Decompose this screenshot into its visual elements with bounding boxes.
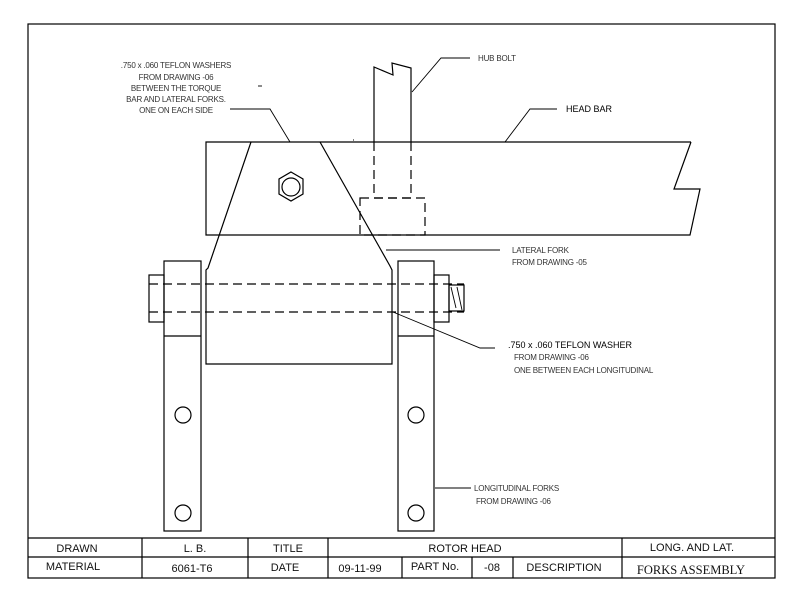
head-bar-leader [504, 108, 557, 143]
teflon-washer-source: FROM DRAWING -06 [514, 353, 589, 362]
head-bar-label: HEAD BAR [566, 104, 613, 114]
longitudinal-forks-source: FROM DRAWING -06 [476, 497, 551, 506]
longitudinal-forks-label: LONGITUDINAL FORKS [474, 484, 559, 493]
washers-leader [230, 108, 291, 143]
right-longitudinal-fork [397, 260, 435, 532]
svg-text:BETWEEN THE TORQUE: BETWEEN THE TORQUE [131, 84, 221, 93]
svg-text:FROM DRAWING -06: FROM DRAWING -06 [139, 73, 214, 82]
part-label: PART No. [411, 561, 459, 573]
drawn-label: DRAWN [56, 543, 97, 555]
washer-leader [392, 311, 495, 349]
lateral-fork-label: LATERAL FORK [512, 246, 570, 255]
hub-bolt-leader [411, 57, 470, 93]
hex-nut-icon [278, 171, 304, 202]
title-description: LONG. AND LAT. [650, 542, 734, 554]
hub-bolt-label: HUB BOLT [478, 54, 516, 63]
teflon-washer-detail: ONE BETWEEN EACH LONGITUDINAL [514, 366, 654, 375]
part-value: -08 [484, 562, 500, 574]
cross-bolt [148, 274, 465, 323]
date-label: DATE [271, 562, 300, 574]
teflon-washer-label: .750 x .060 TEFLON WASHER [508, 340, 633, 350]
lateral-fork [205, 141, 393, 365]
svg-text:.750 x .060 TEFLON WASHERS: .750 x .060 TEFLON WASHERS [121, 61, 231, 70]
material-label: MATERIAL [46, 561, 100, 573]
title-block: DRAWN L. B. TITLE ROTOR HEAD LONG. AND L… [28, 537, 775, 578]
title-value: ROTOR HEAD [428, 543, 501, 555]
left-longitudinal-fork [163, 260, 202, 532]
description-label: DESCRIPTION [526, 562, 601, 574]
svg-text:ONE ON EACH SIDE: ONE ON EACH SIDE [139, 106, 213, 115]
hub-bolt [359, 62, 426, 236]
description-value: FORKS ASSEMBLY [637, 563, 745, 577]
drawn-value: L. B. [184, 543, 207, 555]
lateral-fork-source: FROM DRAWING -05 [512, 258, 587, 267]
title-label: TITLE [273, 543, 303, 555]
material-value: 6061-T6 [172, 563, 213, 575]
date-value: 09-11-99 [338, 563, 381, 575]
washers-note: .750 x .060 TEFLON WASHERS FROM DRAWING … [121, 61, 232, 115]
head-bar [205, 141, 701, 236]
svg-text:BAR AND LATERAL FORKS.: BAR AND LATERAL FORKS. [126, 95, 226, 104]
